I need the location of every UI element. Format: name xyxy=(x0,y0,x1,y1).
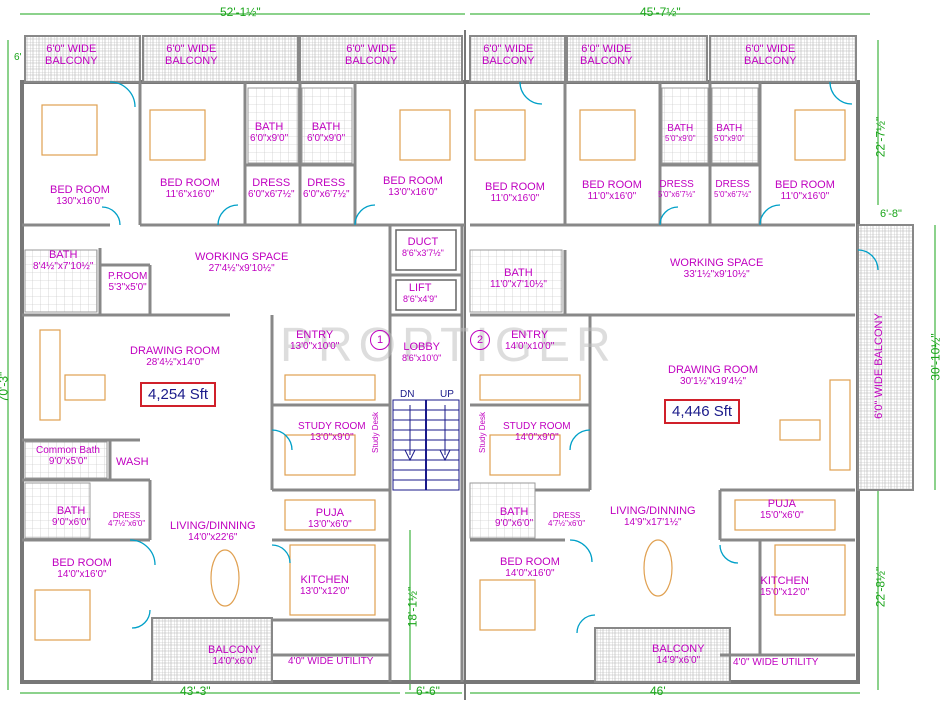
duct-box xyxy=(395,229,457,271)
stairs-up-label: UP xyxy=(440,389,454,400)
stairs xyxy=(392,399,460,491)
dim-left-side: 70'-3" xyxy=(0,371,11,403)
doors xyxy=(101,81,879,634)
u1-wash: WASH xyxy=(116,456,149,468)
stairs-down-label: DN xyxy=(400,389,415,400)
dim-right-small: 6'-8" xyxy=(880,208,902,220)
bath-tiles xyxy=(24,87,759,539)
dimension-lines xyxy=(7,13,936,694)
u1-unit-mark: 1 xyxy=(370,330,390,350)
watermark: PROPTIGER xyxy=(280,319,617,372)
dim-bottom-right: 46' xyxy=(650,684,666,698)
dim-right-upper: 22'-7½" xyxy=(873,116,888,158)
dim-bottom-left: 43'-3" xyxy=(180,684,211,698)
u2-side-balcony-label: 6'0" WIDE BALCONY xyxy=(872,313,885,419)
furniture xyxy=(34,104,851,641)
dim-top-left: 52'-1½" xyxy=(220,5,261,19)
top-balconies xyxy=(24,35,857,83)
bottom-balcony-1 xyxy=(151,617,273,683)
lift-box xyxy=(395,279,457,311)
u1-study-desk: Study Desk xyxy=(370,412,380,453)
side-balcony xyxy=(857,224,914,491)
dim-right-lower: 22'-8½" xyxy=(873,566,888,608)
u2-study-desk: Study Desk xyxy=(477,412,487,453)
u2-utility: 4'0" WIDE UTILITY xyxy=(733,657,819,668)
dim-right-mid: 30'-10½" xyxy=(928,333,943,381)
u1-area-box: 4,254 Sft xyxy=(140,382,217,407)
u2-area-box: 4,446 Sft xyxy=(664,399,741,424)
u1-utility: 4'0" WIDE UTILITY xyxy=(288,656,374,667)
dim-bottom-mid: 6'-6" xyxy=(416,684,440,698)
dim-center-lower: 18'-1½" xyxy=(405,586,420,628)
dim-top-left-small: 6' xyxy=(14,52,22,63)
dim-top-right: 45'-7½" xyxy=(640,5,681,19)
u2-unit-mark: 2 xyxy=(470,330,490,350)
